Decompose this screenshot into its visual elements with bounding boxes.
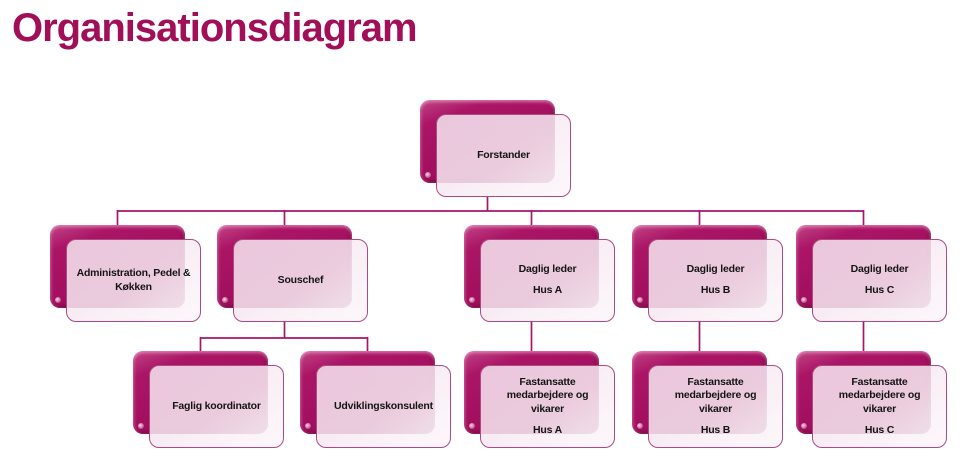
node-front-box: Udviklingskonsulent	[316, 365, 451, 448]
node-label: Forstander	[477, 148, 530, 161]
node-sublabel: Hus B	[700, 423, 731, 436]
node-sublabel: Hus A	[533, 284, 562, 296]
org-node-fastansatte-hus-a: Fastansatte medarbejdere og vikarer Hus …	[464, 351, 615, 448]
node-label: Fastansatte medarbejdere og vikarer	[674, 375, 757, 415]
org-node-fastansatte-hus-b: Fastansatte medarbejdere og vikarer Hus …	[632, 351, 783, 448]
node-label: Udviklingskonsulent	[334, 399, 433, 412]
org-node-fastansatte-hus-c: Fastansatte medarbejdere og vikarer Hus …	[796, 351, 947, 448]
node-front-box: Fastansatte medarbejdere og vikarer Hus …	[480, 365, 615, 448]
node-front-box: Daglig leder Hus B	[648, 239, 783, 322]
node-front-box: Daglig leder Hus C	[812, 239, 947, 322]
node-label: Faglig koordinator	[172, 399, 261, 412]
org-node-daglig-leder-hus-c: Daglig leder Hus C	[796, 225, 947, 322]
org-node-faglig-koordinator: Faglig koordinator	[133, 351, 284, 448]
org-node-daglig-leder-hus-b: Daglig leder Hus B	[632, 225, 783, 322]
node-label: Daglig leder	[518, 263, 577, 276]
node-label: Fastansatte medarbejdere og vikarer	[506, 375, 589, 415]
node-sublabel: Hus A	[533, 423, 562, 436]
node-front-box: Forstander	[436, 114, 571, 197]
page-title: Organisationsdiagram	[12, 6, 418, 50]
node-label: Daglig leder	[850, 263, 909, 276]
org-node-udviklingskonsulent: Udviklingskonsulent	[300, 351, 451, 448]
node-front-box: Administration, Pedel & Køkken	[66, 239, 201, 322]
node-front-box: Souschef	[233, 239, 368, 322]
node-label: Souschef	[277, 273, 324, 286]
node-label: Daglig leder	[686, 263, 745, 276]
org-node-forstander: Forstander	[420, 100, 571, 197]
org-node-souschef: Souschef	[217, 225, 368, 322]
node-sublabel: Hus C	[864, 423, 895, 436]
node-label: Administration, Pedel & Køkken	[76, 266, 191, 293]
org-node-administration: Administration, Pedel & Køkken	[50, 225, 201, 322]
node-label: Fastansatte medarbejdere og vikarer	[838, 375, 921, 415]
node-sublabel: Hus B	[700, 284, 731, 296]
node-front-box: Faglig koordinator	[149, 365, 284, 448]
node-front-box: Fastansatte medarbejdere og vikarer Hus …	[812, 365, 947, 448]
node-front-box: Daglig leder Hus A	[480, 239, 615, 322]
node-sublabel: Hus C	[864, 284, 895, 296]
org-node-daglig-leder-hus-a: Daglig leder Hus A	[464, 225, 615, 322]
node-front-box: Fastansatte medarbejdere og vikarer Hus …	[648, 365, 783, 448]
